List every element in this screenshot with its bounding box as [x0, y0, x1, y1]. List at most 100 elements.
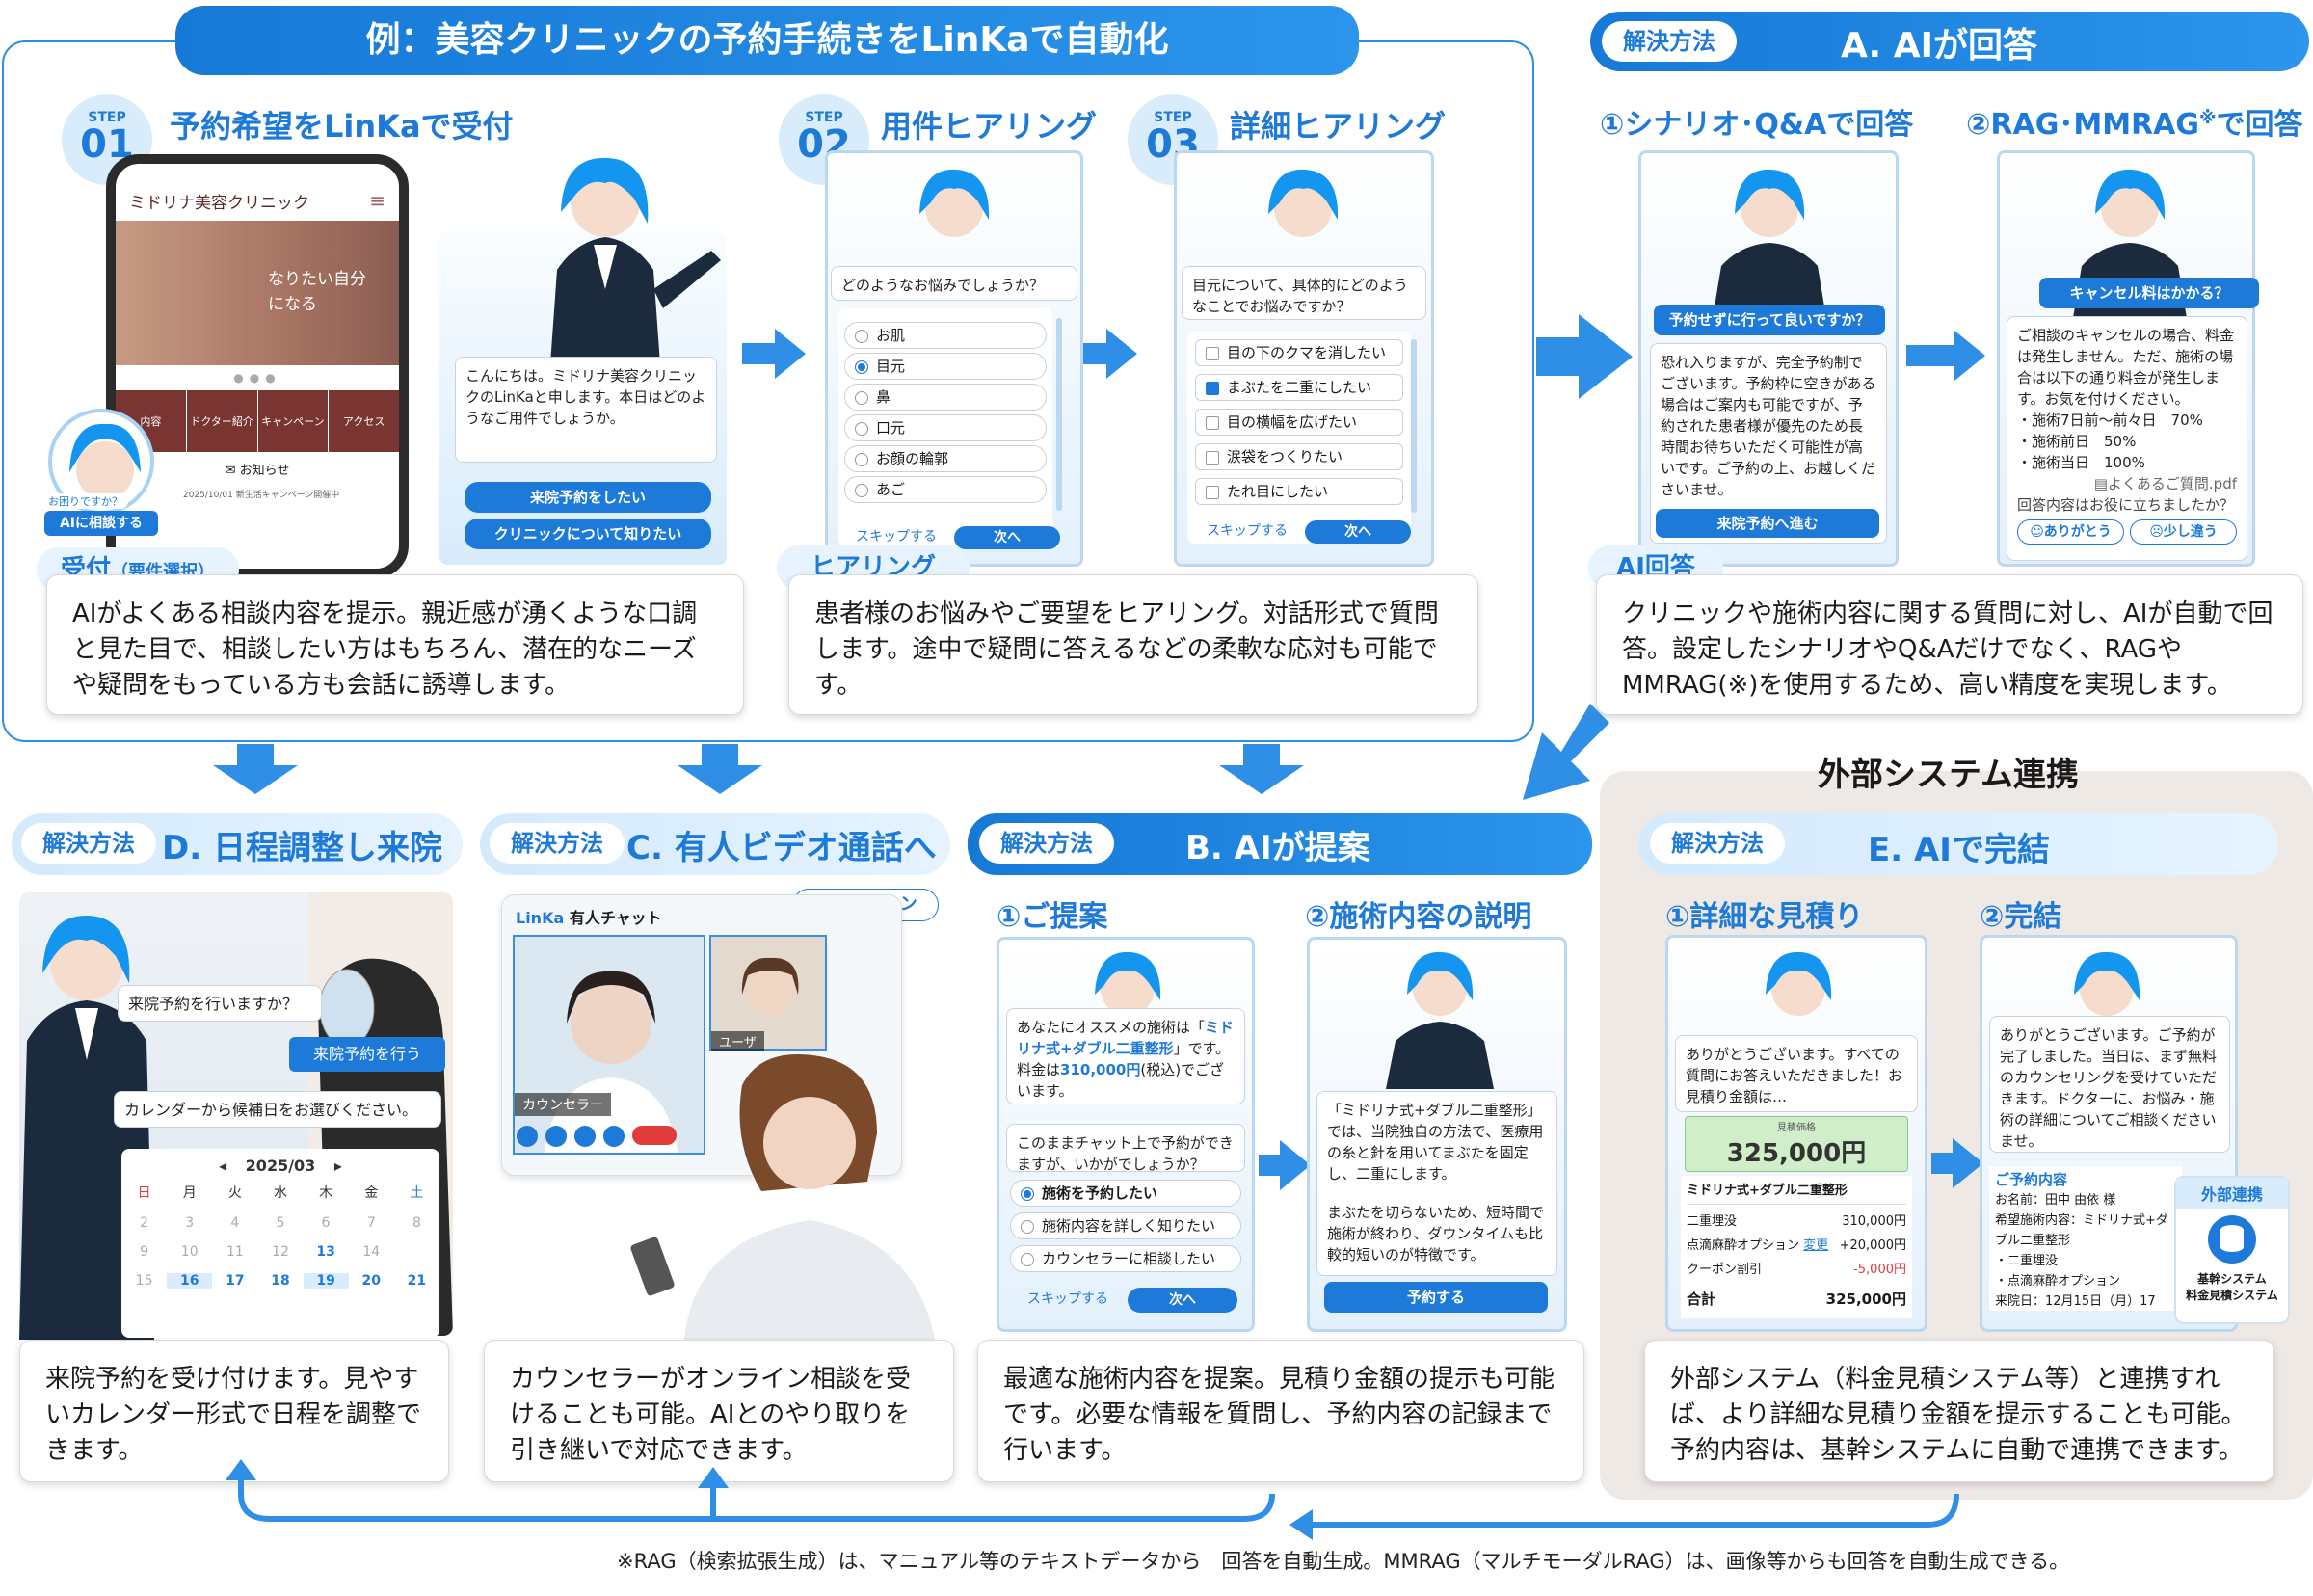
confused-icon: ☹: [2149, 524, 2164, 540]
calendar-day[interactable]: 10: [180, 1244, 199, 1260]
scrollbar[interactable]: [1411, 339, 1417, 513]
thanks-button[interactable]: ☺ありがとう: [2017, 519, 2124, 545]
calendar-day[interactable]: 5: [276, 1215, 285, 1231]
sub2-text: で回答: [2216, 108, 2303, 142]
solB-proposal: あなたにオススメの施術は「ミドリナ式+ダブル二重整形」です。料金は310,000…: [1006, 1008, 1245, 1104]
calendar-day[interactable]: 6: [321, 1215, 331, 1231]
estimate-item-price: +20,000円: [1839, 1238, 1906, 1253]
calendar-day[interactable]: [394, 1244, 439, 1260]
calendar-weekday: 木: [319, 1185, 333, 1201]
skip-button[interactable]: スキップする: [856, 529, 937, 545]
option-radio[interactable]: お肌: [844, 322, 1047, 349]
flow-arrow-down: [213, 765, 298, 794]
next-button[interactable]: 次へ: [1128, 1288, 1237, 1313]
flow-arrow-right: [1954, 331, 1985, 381]
assistant-avatar: [919, 169, 990, 237]
reserve-visit-button[interactable]: 来院予約を行う: [289, 1037, 445, 1072]
calendar-day[interactable]: 11: [226, 1244, 244, 1260]
fee-item: ・施術7日前〜前々日 70%: [2017, 412, 2203, 429]
option-checkbox[interactable]: たれ目にしたい: [1195, 478, 1403, 505]
option-checkbox[interactable]: 涙袋をつくりたい: [1195, 443, 1403, 470]
change-link[interactable]: 変更: [1803, 1238, 1829, 1253]
calendar-day[interactable]: 18: [271, 1273, 290, 1289]
next-month-arrow[interactable]: ▸: [333, 1157, 342, 1175]
solE-title: E. AIで完結: [1868, 831, 2050, 869]
calendar-day[interactable]: 2: [140, 1215, 149, 1231]
calendar-day[interactable]: 21: [407, 1273, 427, 1289]
linka-logo: LinKa: [516, 909, 565, 927]
total-price: 325,000円: [1825, 1290, 1906, 1308]
calendar-day[interactable]: 20: [361, 1273, 382, 1289]
calendar-day[interactable]: 3: [185, 1215, 195, 1231]
carousel-dots[interactable]: ●●●: [233, 371, 281, 385]
reserve-visit-button[interactable]: 来院予約へ進む: [1656, 509, 1879, 538]
next-button[interactable]: 次へ: [954, 526, 1060, 549]
about-clinic-button[interactable]: クリニックについて知りたい: [465, 519, 711, 549]
option-checkbox[interactable]: 目の下のクマを消したい: [1195, 339, 1403, 366]
option-radio[interactable]: お顔の輪郭: [844, 445, 1047, 472]
flow-arrow-right: [1106, 329, 1137, 379]
step2-question: どのようなお悩みでしょうか？: [831, 266, 1077, 301]
flow-arrow-stem: [237, 744, 274, 765]
skip-button[interactable]: スキップする: [1027, 1291, 1108, 1307]
reserve-visit-button[interactable]: 来院予約をしたい: [465, 482, 711, 513]
scrollbar[interactable]: [1056, 318, 1062, 511]
ai-consult-button[interactable]: AIに相談する: [44, 511, 158, 536]
calendar-day[interactable]: 4: [230, 1215, 240, 1231]
hero-text: なりたい自分になる: [268, 270, 366, 314]
option-radio[interactable]: あご: [844, 476, 1047, 503]
not-quite-button[interactable]: ☹少し違う: [2130, 519, 2237, 545]
next-button[interactable]: 次へ: [1305, 520, 1411, 544]
flow-arrow-stem: [1077, 343, 1106, 364]
calendar-day[interactable]: 16: [167, 1273, 213, 1289]
option-radio[interactable]: 目元: [844, 353, 1047, 380]
solB-tag: 解決方法: [979, 823, 1114, 864]
calendar-day[interactable]: 13: [316, 1244, 335, 1260]
calendar-day[interactable]: 12: [272, 1244, 289, 1260]
option-checkbox[interactable]: 目の横幅を広げたい: [1195, 409, 1403, 436]
screen-share-icon[interactable]: [574, 1126, 596, 1147]
option-radio[interactable]: 施術内容を詳しく知りたい: [1010, 1212, 1241, 1239]
solA-sub1: ①シナリオ･Q&Aで回答: [1600, 108, 1914, 142]
end-call-button[interactable]: [632, 1126, 677, 1145]
calendar-day[interactable]: 7: [366, 1215, 376, 1231]
phone-menu-item[interactable]: アクセス: [329, 390, 399, 452]
option-checkbox[interactable]: まぶたを二重にしたい: [1195, 374, 1403, 401]
estimate-item-name: クーポン割引: [1687, 1263, 1763, 1277]
hero-image: なりたい自分になる: [116, 221, 399, 365]
option-radio[interactable]: 口元: [844, 414, 1047, 441]
flow-arrow-stem: [1906, 345, 1954, 366]
calendar-weekday: 月: [182, 1185, 197, 1201]
calendar-day[interactable]: 15: [135, 1273, 153, 1289]
prev-month-arrow[interactable]: ◂: [219, 1157, 227, 1175]
calendar-weekday: 土: [410, 1185, 424, 1201]
faq-pdf-link[interactable]: よくあるご質問.pdf: [2107, 475, 2237, 492]
reserve-button[interactable]: 予約する: [1324, 1282, 1548, 1313]
option-radio[interactable]: 鼻: [844, 384, 1047, 411]
skip-button[interactable]: スキップする: [1207, 523, 1288, 539]
solC-tag: 解決方法: [490, 823, 625, 864]
solA-q1: 予約せずに行って良いですか？: [1654, 305, 1885, 335]
calendar-day[interactable]: 9: [140, 1244, 149, 1260]
solD-question: 来院予約を行いますか？: [118, 985, 322, 1022]
phone-menu-item[interactable]: ドクター紹介: [186, 390, 258, 452]
more-icon[interactable]: [603, 1126, 625, 1147]
mic-icon[interactable]: [545, 1126, 567, 1147]
step3-title: 詳細ヒアリング: [1230, 108, 1447, 145]
hamburger-menu-icon[interactable]: ≡: [369, 189, 386, 212]
estimate-item-name: 点滴麻酔オプション: [1687, 1238, 1800, 1253]
phone-menu-item[interactable]: キャンペーン: [257, 390, 330, 452]
option-radio[interactable]: カウンセラーに相談したい: [1010, 1245, 1241, 1272]
camera-icon[interactable]: [517, 1126, 538, 1147]
option-radio[interactable]: 施術を予約したい: [1010, 1180, 1241, 1207]
user-with-phone-image: [630, 1054, 935, 1340]
solB-options: 施術を予約したい 施術内容を詳しく知りたい カウンセラーに相談したい: [1010, 1180, 1241, 1272]
calendar-day[interactable]: 14: [362, 1244, 381, 1260]
news-text[interactable]: 新生活キャンペーン開催中: [235, 491, 340, 500]
calendar-day[interactable]: 17: [226, 1273, 245, 1289]
assistant-avatar: [1766, 951, 1832, 1016]
calendar-day[interactable]: 19: [303, 1273, 349, 1289]
calendar-day[interactable]: 8: [412, 1215, 421, 1231]
counselor-video: [513, 935, 705, 1155]
